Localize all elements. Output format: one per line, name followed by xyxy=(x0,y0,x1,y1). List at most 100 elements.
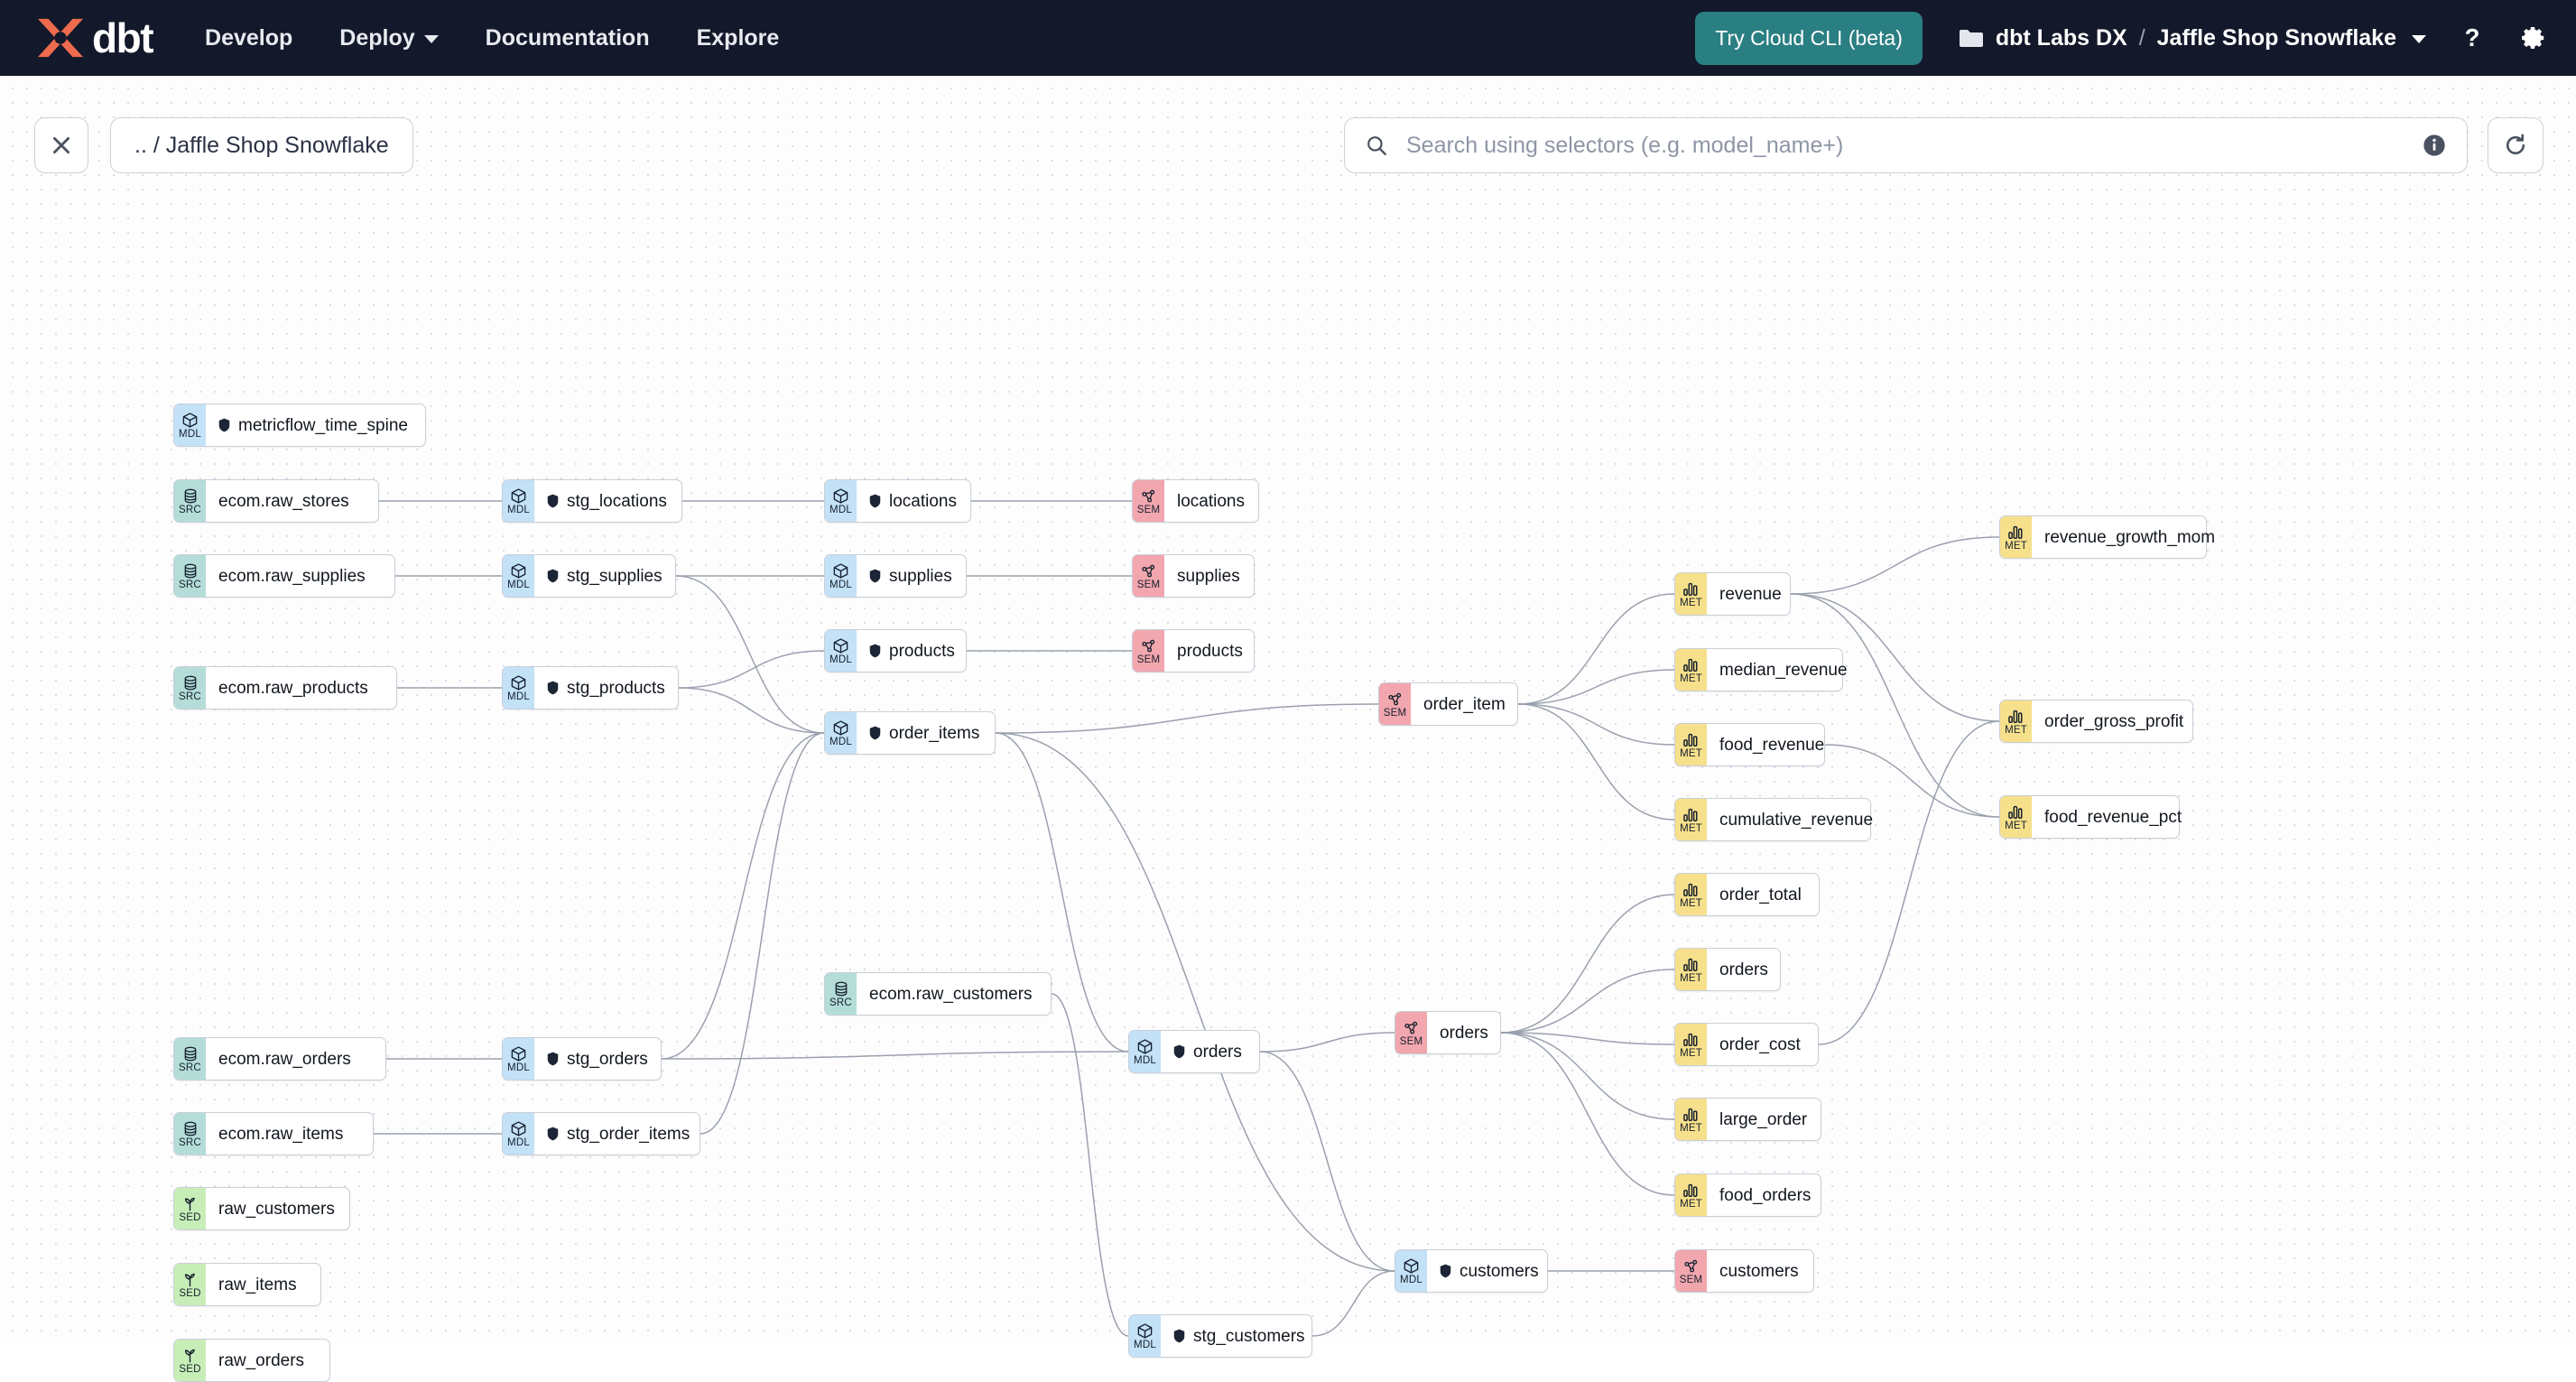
cube-icon xyxy=(510,1120,527,1137)
node-type-label: MDL xyxy=(1400,1274,1422,1285)
node-type-badge-mdl: MDL xyxy=(503,1038,534,1080)
help-button[interactable]: ? xyxy=(2457,23,2488,53)
lineage-edge xyxy=(1259,1051,1395,1272)
search-input[interactable] xyxy=(1404,131,2422,160)
node-label: ecom.raw_products xyxy=(218,678,368,698)
search-icon xyxy=(1367,136,1386,155)
node-type-label: MDL xyxy=(829,654,852,665)
shield-icon xyxy=(869,644,881,658)
chevron-down-icon[interactable] xyxy=(2412,35,2426,43)
lineage-canvas[interactable]: .. / Jaffle Shop Snowflake MDLmetricflow… xyxy=(0,76,2576,1382)
cube-icon xyxy=(833,638,848,654)
lineage-edge xyxy=(1790,593,2000,722)
lineage-breadcrumb-chip[interactable]: .. / Jaffle Shop Snowflake xyxy=(110,117,413,173)
cube-icon xyxy=(1403,1257,1420,1275)
cube-icon xyxy=(511,488,526,504)
cube-icon xyxy=(182,413,198,428)
node-type-badge-sem: SEM xyxy=(1133,555,1164,597)
node-type-label: SEM xyxy=(1136,579,1161,590)
nav-link-develop[interactable]: Develop xyxy=(205,25,292,51)
node-label: customers xyxy=(1459,1261,1539,1281)
nav-link-deploy[interactable]: Deploy xyxy=(339,25,439,51)
node-body: large_order xyxy=(1707,1099,1821,1140)
bar-chart-icon xyxy=(1682,1106,1700,1123)
cube-icon xyxy=(181,412,199,429)
lineage-node-mdl_customers[interactable]: MDL customers xyxy=(1395,1249,1548,1293)
svg-text:?: ? xyxy=(2465,24,2480,51)
bar-chart-icon xyxy=(2008,710,2023,723)
bar-chart-icon xyxy=(2007,803,2025,821)
info-icon[interactable] xyxy=(2422,133,2447,158)
project-name[interactable]: Jaffle Shop Snowflake xyxy=(2156,24,2396,51)
nav-link-documentation[interactable]: Documentation xyxy=(486,25,650,51)
search-bar[interactable] xyxy=(1344,117,2468,173)
nav-link-explore[interactable]: Explore xyxy=(697,25,780,51)
graph-nodes-icon xyxy=(1404,1021,1418,1034)
seedling-icon xyxy=(184,1273,195,1287)
top-navigation-bar: dbt Develop Deploy Documentation Explore… xyxy=(0,0,2576,76)
node-label: order_cost xyxy=(1719,1034,1801,1054)
node-label: orders xyxy=(1719,960,1768,979)
refresh-button[interactable] xyxy=(2488,117,2544,173)
node-body: locations xyxy=(857,480,971,522)
database-icon xyxy=(184,1121,196,1136)
lineage-edge xyxy=(1500,1032,1675,1045)
try-cloud-cli-button[interactable]: Try Cloud CLI (beta) xyxy=(1695,11,1923,65)
close-lineage-button[interactable] xyxy=(34,117,88,173)
graph-nodes-icon xyxy=(1388,692,1402,706)
node-label: large_order xyxy=(1719,1109,1808,1129)
node-type-label: SED xyxy=(179,1287,201,1299)
cube-icon xyxy=(511,563,526,579)
bar-chart-icon xyxy=(1682,656,1700,673)
bar-chart-icon xyxy=(1683,658,1698,672)
settings-button[interactable] xyxy=(2518,23,2549,53)
graph-nodes-icon xyxy=(1140,562,1157,580)
node-label: stg_products xyxy=(567,678,665,698)
gear-icon xyxy=(2522,27,2544,49)
account-name[interactable]: dbt Labs DX xyxy=(1995,24,2127,51)
node-body: stg_customers xyxy=(1161,1315,1320,1357)
graph-nodes-icon xyxy=(1682,1257,1700,1275)
dbt-logo[interactable]: dbt xyxy=(32,15,154,60)
